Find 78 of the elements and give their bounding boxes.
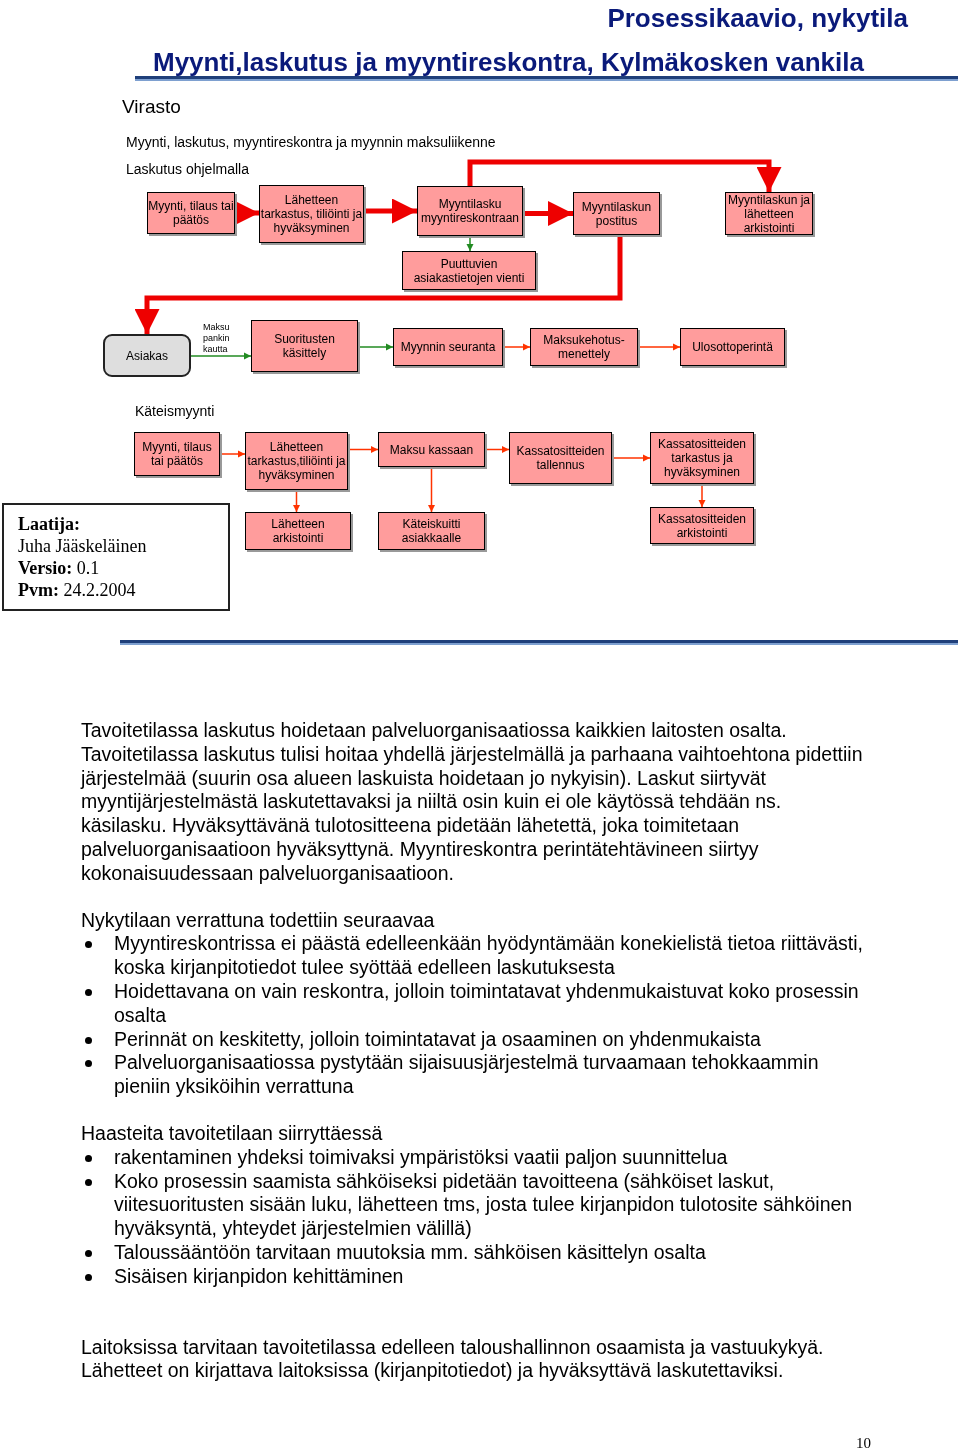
box-label: Asiakas <box>126 348 168 363</box>
process-caption: Myynti, laskutus, myyntireskontra ja myynnin maksuliikenne <box>126 134 496 150</box>
heading-text: Haasteita tavoitetilaan siirryttäessä <box>81 1121 384 1146</box>
arrow <box>234 200 259 226</box>
box-label: Myynti, tilaus tai päätös <box>141 440 213 468</box>
bullet-item: Taloussääntöön tarvitaan muutoksia mm. sähköisen käsittelyn osalta <box>114 1240 706 1263</box>
bullet-item: Myyntireskontrissa ei päästä edelleenkään hyödyntämään konekielistä tietoa riittävästi, koska kirjanpitotiedot tulee syöttää edelleen laskutuksesta <box>114 932 863 979</box>
box-label: Myyntilaskun postitus <box>580 199 653 228</box>
box-label: Lähetteen tarkastus,tiliöinti ja hyväksyminen <box>246 440 347 482</box>
paragraph: Laitoksissa tarvitaan tavoitetilassa edelleen taloushallinnon osaamista ja vastuukykyä. Lähetteet on kirjattava laitoksissa (kirjanpitotiedot) ja hyväksyttävä laskutettaviksi. <box>81 1335 825 1384</box>
box-label: Lähetteen tarkastus, tiliöinti ja hyväksyminen <box>260 193 363 235</box>
process-box <box>530 328 638 366</box>
process-box <box>393 328 503 366</box>
process-box <box>378 512 485 550</box>
group-label: Käteismyynti <box>135 403 215 419</box>
arrow <box>467 159 782 192</box>
bullet-item: Koko prosessin saamista sähköiseksi pidetään tavoitteena (sähköiset laskut, viitesuoritusten sisään luku, lähetteen tms, josta tulee kirjanpidon tulotosite sähköinen hyväksyntä, yhteydet järjestelmien välillä) <box>114 1169 853 1240</box>
process-box <box>134 432 220 476</box>
arrow <box>190 352 252 360</box>
box-label: Kassatositteiden arkistointi <box>656 511 748 540</box>
page-number: 10 <box>856 1435 871 1451</box>
arrow <box>292 489 301 513</box>
process-box <box>650 507 754 544</box>
process-box <box>147 192 235 234</box>
process-box <box>245 512 351 550</box>
box-label: Myynnin seuranta <box>400 340 496 354</box>
process-box <box>573 192 660 235</box>
box-label: Suoritusten käsittely <box>273 332 336 360</box>
arrow <box>698 483 706 508</box>
process-box <box>245 432 348 490</box>
bullet-item: Hoidettavana on vain reskontra, jolloin toimintatavat yhdenmukaistuvat koko prosessin osalta <box>114 979 859 1026</box>
arrow <box>357 343 394 351</box>
process-box <box>378 432 485 467</box>
process-box <box>650 432 754 484</box>
box-label: Puuttuvien asiakastietojen vienti <box>412 256 526 285</box>
arrow <box>427 466 436 513</box>
page-title: Prosessikaavio, nykytila <box>607 3 908 34</box>
box-label: Ulosottoperintä <box>692 340 773 354</box>
arrow <box>637 343 681 351</box>
arrow <box>611 454 651 462</box>
bullet-item: rakentaminen yhdeksi toimivaksi ympäristöksi vaatii paljon suunnittelua <box>114 1145 728 1168</box>
box-label: Maksukehotus-menettely <box>542 333 626 361</box>
process-box <box>259 185 364 243</box>
actor-box <box>103 334 191 377</box>
box-label: Kassatositteiden tallennus <box>515 444 606 472</box>
paragraph: Tavoitetilassa laskutus hoidetaan palveluorganisaatiossa kaikkien laitosten osalta. Tavoitetilassa laskutus tulisi hoitaa yhdellä järjestelmällä ja parhaana vaihtoehtona pidettiin järjestelmää (suurin osa alueen laskuista hoidetaan jo nykyisin). Laskut siirtyvät myyntijärjestelmästä laskutettavaksi ja niiltä osin kuin ei ole käytössä tehdään ns. käsilasku. Hyväksyttävänä tulotositteena pidetään lähetettä, joka toimitetaan palveluorganisaatioon hyväksyttynä. Myyntireskontra perintätehtävineen siirtyy kokonaisuudessaan palveluorganisaatioon. <box>81 719 864 886</box>
arrow <box>502 343 531 351</box>
info-text: Pvm: 24.2.2004 <box>18 579 136 601</box>
process-box <box>417 186 523 236</box>
process-box <box>251 320 358 372</box>
process-box <box>402 251 536 290</box>
box-label: Myynti, tilaus tai päätös <box>148 199 234 227</box>
box-label: Käteiskuitti asiakkaalle <box>400 517 463 545</box>
arrow <box>347 445 379 454</box>
info-text: Laatija: <box>18 513 80 535</box>
heading-text: Nykytilaan verrattuna todettiin seuraavaa <box>81 908 436 933</box>
box-label: Myyntilaskun ja lähetteen arkistointi <box>727 192 811 235</box>
box-label: Kassatositteiden tarkastus ja hyväksyminen <box>656 437 748 479</box>
box-label: Maksu kassaan <box>389 442 474 457</box>
bullet-item: Perinnät on keskitetty, jolloin toimintatavat ja osaaminen on yhdenmukaista <box>114 1027 761 1050</box>
process-box <box>509 432 612 484</box>
group-label: Laskutus ohjelmalla <box>126 161 249 177</box>
process-box <box>680 328 785 366</box>
arrow <box>134 235 623 334</box>
box-label: Lähetteen arkistointi <box>270 517 326 545</box>
box-label: Myyntilasku myyntireskontraan <box>419 197 520 225</box>
bullet-item: Palveluorganisaatiossa pystytään sijaisuusjärjestelmä turvaamaan tehokkaammin pieniin yksiköihin verrattuna <box>114 1051 819 1098</box>
bullet-item: Sisäisen kirjanpidon kehittäminen <box>114 1264 404 1287</box>
arrow <box>484 445 510 454</box>
section-heading: Virasto <box>122 96 181 118</box>
arrow <box>364 198 417 224</box>
info-text: Versio: 0.1 <box>18 557 100 579</box>
arrow <box>466 235 474 252</box>
page-subtitle: Myynti,laskutus ja myyntireskontra, Kylmäkosken vankila <box>153 47 864 78</box>
author-info-box <box>2 503 230 611</box>
arrow <box>523 201 573 226</box>
info-text: Juha Jääskeläinen <box>18 535 147 557</box>
arrow <box>219 450 246 458</box>
